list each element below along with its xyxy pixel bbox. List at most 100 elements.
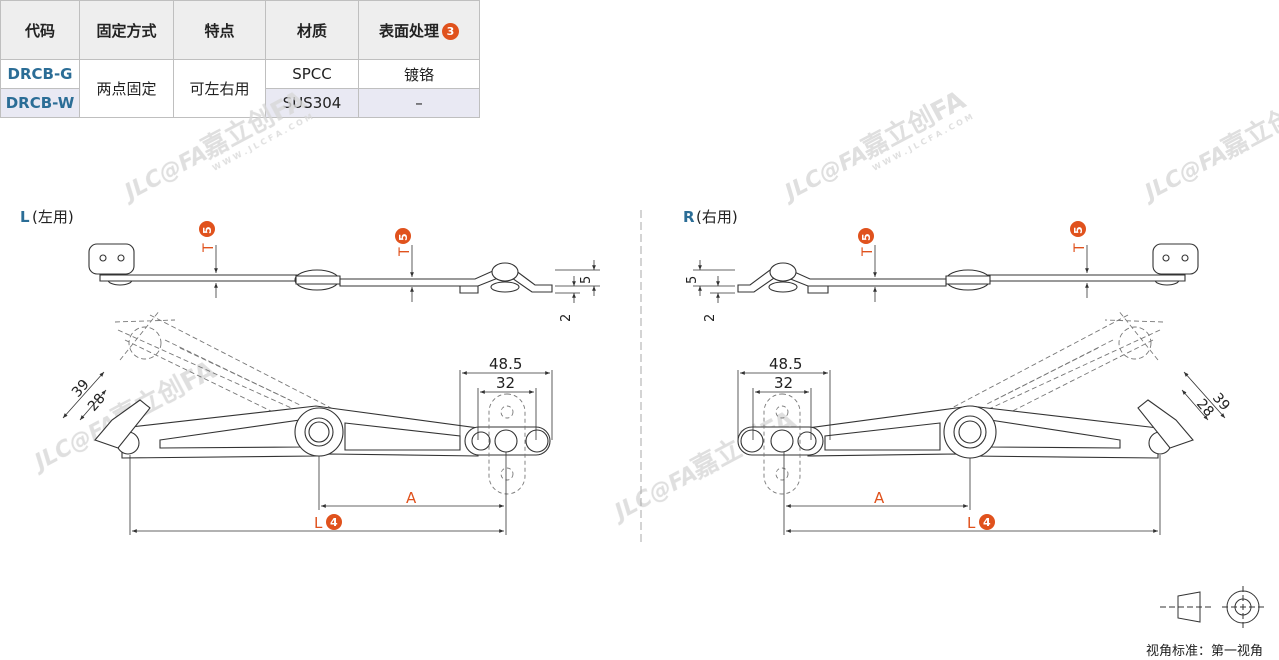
dim-5-label: 5 — [579, 276, 594, 284]
t-badge-text: 5 — [860, 233, 873, 241]
left-view-prefix: L — [20, 208, 30, 226]
ghost-pivot — [128, 326, 162, 360]
left-plan-bracket — [488, 393, 526, 495]
right-plan-link-pivot — [770, 429, 794, 453]
right-side-profile — [737, 243, 1199, 294]
dim-32-label: 32 — [496, 374, 515, 392]
left-side-hole — [117, 254, 125, 262]
row-fixing: 两点固定 — [79, 59, 174, 118]
left-side-dims — [214, 245, 600, 303]
right-plan-link-end — [740, 429, 764, 453]
left-side-hole — [99, 254, 107, 262]
right-view-prefix: R — [683, 208, 695, 226]
right-side-tail — [807, 285, 829, 294]
watermark-logo: JLC@FA — [778, 141, 872, 207]
bracket-hole — [500, 405, 514, 419]
row-code: DRCB-W — [0, 88, 80, 118]
right-side-hole — [1181, 254, 1189, 262]
right-plan — [737, 399, 1194, 459]
ghost-mount — [114, 309, 176, 361]
t-badge-text: 5 — [1072, 226, 1085, 234]
right-plan-slot — [824, 422, 941, 451]
dim-48-label: 48.5 — [489, 355, 522, 373]
watermark-logo: JLC@FA — [1138, 141, 1232, 207]
ghost-mount — [1104, 309, 1164, 361]
dim-28-line — [79, 389, 107, 421]
t-badge-circle — [858, 228, 874, 244]
t-label: T — [201, 243, 217, 253]
table-row: DRCB-W SUS304 – — [0, 88, 480, 118]
l-badge-circle — [326, 514, 342, 530]
header-code: 代码 — [0, 0, 80, 60]
left-side-mount — [88, 243, 135, 275]
projection-cone-icon — [1177, 591, 1201, 623]
ghost-arm — [947, 314, 1161, 431]
left-side-arm2 — [339, 269, 553, 293]
row-material: SUS304 — [265, 88, 359, 118]
l-badge-text: 4 — [330, 516, 338, 529]
left-side-profile — [88, 243, 553, 294]
right-plan-mount — [1137, 399, 1194, 449]
projection-label: 视角标准：第一视角 — [1146, 644, 1263, 659]
row-feature: 可左右用 — [173, 59, 266, 118]
dim-a-label: A — [874, 489, 885, 507]
header-feature: 特点 — [173, 0, 266, 60]
right-plan-link-end — [797, 431, 817, 451]
bracket-hole — [500, 467, 514, 481]
dim-39-label: 39 — [69, 377, 93, 401]
watermark-logo: JLC@FA — [118, 141, 212, 207]
right-side-dims — [693, 245, 1089, 303]
header-fixing: 固定方式 — [79, 0, 174, 60]
left-plan-mount — [94, 399, 151, 449]
bracket-outline — [488, 393, 526, 495]
right-side-rivet — [768, 281, 798, 293]
left-plan-link-end — [525, 429, 549, 453]
projection-symbol — [1160, 586, 1264, 628]
row-code: DRCB-G — [0, 59, 80, 89]
dim-l-label: L — [314, 514, 323, 532]
table-row: DRCB-G 两点固定 可左右用 SPCC 镀铬 — [0, 59, 480, 118]
left-side-arm1 — [99, 274, 301, 282]
left-plan-dims — [62, 370, 553, 535]
left-plan-pivot-core — [308, 421, 330, 443]
watermark-group: JLC@FA 嘉立创FA W W W . J L C F A . C O M J… — [28, 84, 1279, 527]
right-side-arm1 — [979, 274, 1186, 282]
row-finish: – — [358, 88, 480, 118]
right-side-mount — [1152, 243, 1199, 275]
right-side-pivot-plate — [945, 275, 991, 285]
t-badge-circle — [1070, 221, 1086, 237]
bracket-hole — [775, 467, 789, 481]
left-plan-link-end — [471, 431, 491, 451]
dim-48-label: 48.5 — [769, 355, 802, 373]
right-side-rivet — [769, 262, 797, 282]
ghost-slot — [994, 347, 1099, 401]
left-side-pivot-plate — [295, 275, 341, 285]
watermark-logo: JLC@FA — [608, 461, 702, 527]
left-side-tail — [459, 285, 479, 294]
header-finish-label: 表面处理 — [378, 21, 439, 40]
dim-28-line — [1181, 389, 1209, 421]
right-plan-pivot-core — [958, 420, 982, 444]
t-label: T — [397, 247, 413, 257]
dim-a-label: A — [406, 489, 417, 507]
bracket-outline — [763, 393, 801, 495]
right-view-suffix: (右用) — [696, 208, 738, 226]
dim-l-label: L — [967, 514, 976, 532]
dim-32-label: 32 — [774, 374, 793, 392]
right-side-hole — [1162, 254, 1170, 262]
right-plan-bracket — [763, 393, 801, 495]
dim-5-label: 5 — [685, 276, 700, 284]
left-plan-link-pivot — [494, 429, 518, 453]
right-plan-ghost — [947, 309, 1164, 431]
t-label: T — [1072, 243, 1088, 253]
l-badge-circle — [979, 514, 995, 530]
l-badge-text: 4 — [983, 516, 991, 529]
finish-note-badge: 3 — [442, 22, 459, 40]
right-plan-dims — [737, 370, 1226, 535]
watermark-name: 嘉立创FA — [1216, 84, 1279, 164]
row-material: SPCC — [265, 59, 359, 89]
left-side-rivet — [491, 262, 519, 282]
